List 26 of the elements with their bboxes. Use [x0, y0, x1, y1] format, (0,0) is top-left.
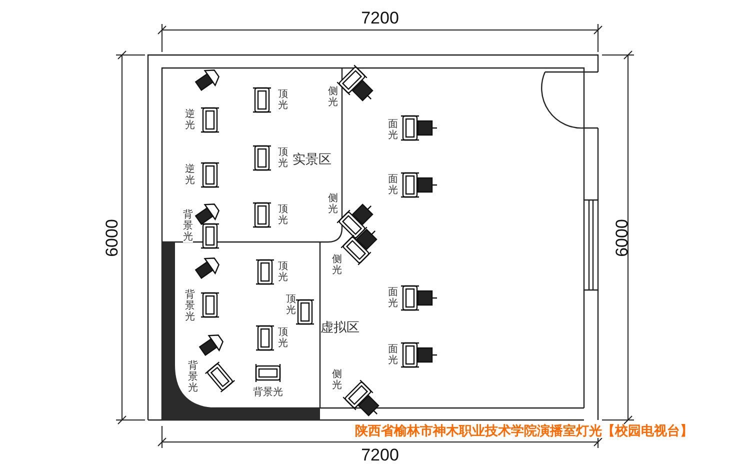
light-label: 顶光 — [278, 261, 288, 283]
zone-label: 虚拟区 — [320, 322, 360, 334]
light-label: 背景光 — [185, 290, 195, 322]
zone-label: 实景区 — [292, 154, 332, 166]
dimension-label: 7200 — [361, 10, 399, 26]
light-label: 背景光 — [188, 360, 198, 394]
light-label: 顶光 — [278, 327, 288, 349]
light-label: 面光 — [388, 174, 398, 196]
light-label: 顶光 — [278, 204, 288, 226]
light-label: 背景光 — [253, 388, 283, 398]
light-label: 逆光 — [185, 164, 195, 186]
light-label: 面光 — [388, 119, 398, 141]
light-label: 背景光 — [183, 210, 193, 242]
light-label: 顶光 — [278, 89, 288, 111]
dimension-label: 6000 — [614, 219, 630, 257]
light-label: 侧光 — [332, 369, 342, 391]
light-label: 顶光 — [278, 147, 288, 169]
dimension-label: 7200 — [361, 446, 399, 464]
light-label: 面光 — [388, 287, 398, 309]
light-label: 顶光 — [286, 294, 296, 316]
light-label: 侧光 — [328, 193, 338, 215]
light-label: 侧光 — [328, 86, 338, 108]
light-label: 面光 — [388, 344, 398, 366]
light-label: 逆光 — [185, 109, 195, 131]
dimension-label: 6000 — [104, 219, 120, 257]
light-label: 侧光 — [332, 254, 342, 276]
